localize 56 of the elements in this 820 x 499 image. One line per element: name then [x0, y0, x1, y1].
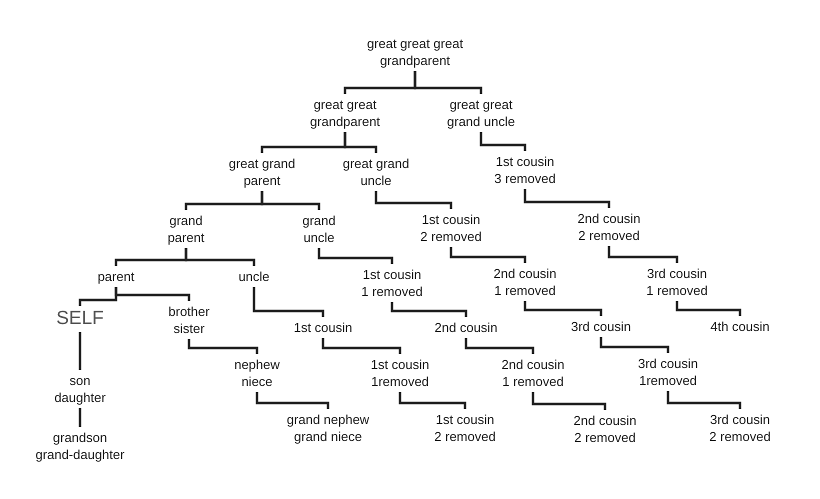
relation-label: great grand parent	[228, 155, 296, 189]
connector-line	[532, 392, 606, 410]
connector-line	[318, 248, 394, 264]
relation-label: 3rd cousin 1removed	[637, 355, 699, 389]
connector-line	[464, 338, 534, 354]
relation-label: 1st cousin 2 removed	[433, 411, 497, 445]
relation-label: 2nd cousin	[434, 319, 498, 336]
connector-line	[322, 338, 402, 354]
relation-label: son daughter	[53, 372, 107, 406]
connector-line	[256, 392, 330, 409]
relation-label: uncle	[238, 268, 270, 285]
relation-label: great great great grandparent	[366, 35, 464, 69]
relation-label: 1st cousin	[294, 319, 352, 336]
relation-label: parent	[98, 268, 134, 285]
connector-line	[450, 247, 526, 263]
connector-line	[414, 71, 482, 94]
relation-label: 3rd cousin 2 removed	[708, 411, 772, 445]
relation-label: 4th cousin	[710, 318, 770, 335]
relation-label: 3rd cousin	[571, 318, 631, 335]
relation-label: 1st cousin 1removed	[370, 356, 430, 390]
relation-label: 3rd cousin 1 removed	[645, 265, 709, 299]
relation-label: 1st cousin 2 removed	[419, 211, 483, 245]
relation-label: 1st cousin 3 removed	[493, 153, 557, 187]
relation-label: 2nd cousin 1 removed	[492, 265, 558, 299]
connector-line	[374, 191, 452, 209]
connector-line	[252, 287, 324, 317]
relation-label: 2nd cousin 1 removed	[500, 356, 566, 390]
relation-label: 2nd cousin 2 removed	[572, 412, 638, 446]
connector-line	[524, 301, 602, 316]
connector-line	[188, 339, 258, 354]
connector-line	[676, 301, 742, 316]
relation-label: grand nephew grand niece	[286, 411, 370, 445]
connector-line	[398, 392, 466, 409]
connector-line	[390, 302, 468, 317]
relation-label: great great grand uncle	[446, 96, 516, 130]
connector-line	[78, 332, 82, 370]
connector-line	[78, 408, 82, 427]
relation-label: great grand uncle	[342, 155, 410, 189]
connector-line	[666, 391, 742, 409]
relation-label: brother sister	[167, 303, 211, 337]
connector-line	[344, 132, 378, 153]
relation-label: grand parent	[166, 212, 206, 246]
connector-line	[260, 191, 320, 210]
connector-line	[608, 246, 678, 263]
connector-line	[184, 248, 256, 266]
relation-label: grandson grand-daughter	[34, 429, 126, 463]
self-label: SELF	[56, 308, 104, 330]
relation-label: 1st cousin 1 removed	[360, 266, 424, 300]
relation-label: nephew niece	[233, 356, 281, 390]
connector-line	[600, 337, 670, 353]
relation-label: grand uncle	[301, 212, 337, 246]
relation-label: 2nd cousin 2 removed	[576, 210, 642, 244]
connector-line	[114, 287, 190, 301]
connector-line	[524, 189, 610, 208]
relation-label: great great grandparent	[308, 96, 382, 130]
connector-line	[480, 132, 526, 151]
